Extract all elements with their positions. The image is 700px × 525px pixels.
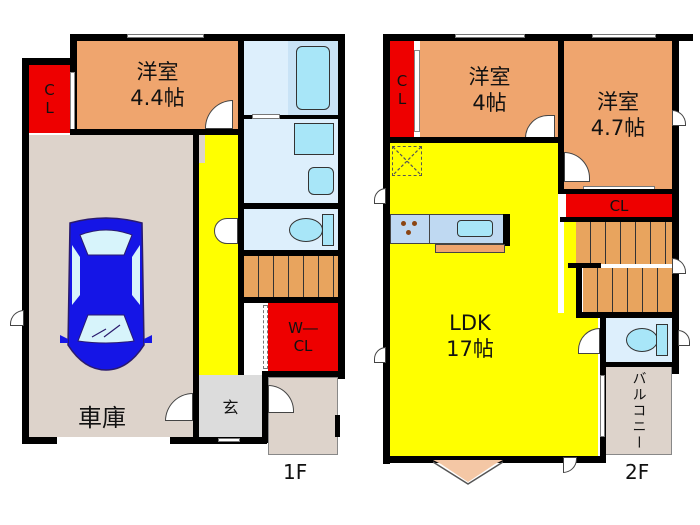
corridor-1f [199,135,238,375]
ldk [390,143,558,456]
wall [199,135,205,163]
wall [262,375,268,443]
bathroom [244,41,338,117]
balcony-label: バルコニー [630,370,647,451]
garage-side-door[interactable] [10,310,24,326]
wall [335,415,340,437]
garage-label: 車庫 [78,404,126,432]
wall [576,263,582,318]
washing-machine-icon [308,167,334,195]
room-size: 4.4帖 [130,86,185,110]
western-room-1f: 洋室 4.4帖 [77,41,238,129]
balcony: バルコニー [606,367,672,455]
storage-hatch-icon [392,146,422,176]
room-name: LDK [449,311,491,335]
wall [244,115,338,119]
wall [193,135,199,443]
toilet-tank-icon [656,324,668,356]
wall [70,34,345,41]
closet-label: CL [609,196,629,215]
toilet-tank-icon [322,214,334,246]
stove-icon [412,221,417,226]
wall [238,250,344,256]
entrance-label: 玄 [222,398,239,417]
wall [70,129,245,135]
wall [238,297,344,303]
sink-icon [457,220,493,237]
window-side [672,110,686,126]
window [455,34,525,38]
room-name: 洋室 [597,90,639,114]
floor-label-2f: 2F [625,460,650,484]
counter-divider [429,215,430,243]
toilet-2f [606,318,672,362]
closet-2f-right: CL [566,194,672,217]
closet-door[interactable] [414,50,420,132]
bathtub-icon [296,46,330,110]
closet-1f: C L [29,65,70,133]
door-swing[interactable] [374,188,386,204]
wall [568,263,601,268]
balcony-door[interactable] [600,375,605,437]
stove-icon [401,221,406,226]
wall [672,34,679,374]
wall [383,34,693,41]
closet-2f-left: C L [390,41,414,138]
window [592,34,656,38]
entrance: 玄 [199,375,262,437]
door-swing[interactable] [374,347,386,363]
wall [560,217,678,222]
closet-label: L [45,99,54,117]
closet-label: C [44,81,55,99]
closet-label: L [397,89,407,108]
toilet-icon [626,328,658,352]
wall [560,189,678,194]
wall [503,214,510,246]
window [218,438,240,442]
wcl-door[interactable] [263,305,268,369]
washroom [244,119,338,205]
kitchen-counter [390,214,510,244]
window-side [678,330,690,346]
wall [238,203,344,209]
wall [22,58,74,65]
wall [383,137,566,143]
washbasin-icon [294,123,334,155]
bathroom-door[interactable] [252,114,280,119]
room-size: 4帖 [472,90,507,115]
wcl-label: W― [288,319,318,337]
floor-label-1f: 1F [283,460,308,484]
closet-label: C [396,71,408,90]
door-swing[interactable] [563,457,577,473]
stairs-2f[interactable] [576,222,672,264]
wall [576,312,678,318]
room-name: 洋室 [136,60,179,84]
kitchen-bar [435,244,505,253]
wall [383,456,605,463]
room-size: 17帖 [446,337,494,361]
walk-in-closet: W― CL [268,303,338,371]
window [127,34,204,38]
stove-icon [406,230,411,235]
wall [600,362,678,367]
wall [262,371,344,377]
door-swing[interactable] [672,258,686,274]
room-name: 洋室 [468,64,511,89]
wall [22,437,57,444]
wall [558,34,564,194]
wall [22,58,29,443]
wcl-label: CL [293,337,313,355]
ldk-strip [564,222,576,317]
toilet-1f [244,209,338,252]
bay-window [432,460,504,486]
closet-door[interactable] [70,72,75,130]
room-size: 4.7帖 [590,116,646,140]
stairs-2f-lower[interactable] [583,268,672,313]
stairs-1f[interactable] [244,256,338,298]
toilet-door[interactable] [214,218,238,244]
toilet-icon [289,218,323,242]
car-icon [58,215,154,375]
wall [383,34,390,464]
ldk-label: LDK 17帖 [415,310,525,362]
